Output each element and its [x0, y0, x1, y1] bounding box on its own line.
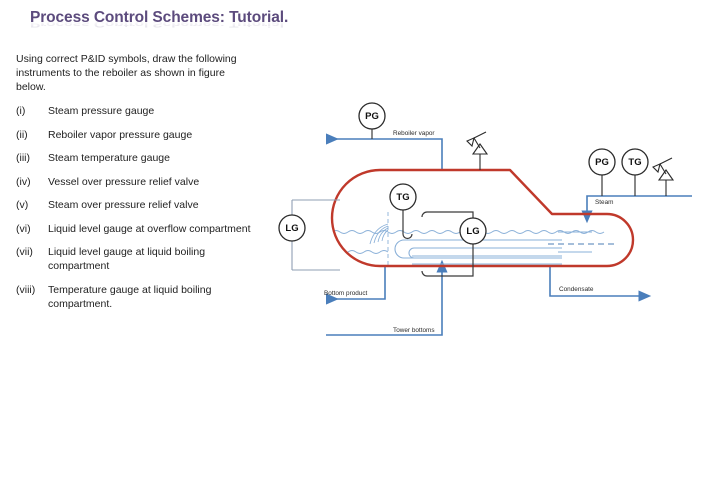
- label-reboiler-vapor: Reboiler vapor: [393, 130, 435, 137]
- label-bottom-product: Bottom product: [324, 290, 368, 297]
- instrument-bubbles: PG LG TG LG PG: [278, 102, 649, 245]
- list-item-number: (iv): [16, 175, 31, 188]
- condensate-line: [549, 266, 652, 302]
- list-item: (ii) Reboiler vapor pressure gauge: [16, 128, 256, 142]
- weir-overflow-cascade: [369, 223, 389, 245]
- vessel-internals: [332, 212, 614, 266]
- label-steam: Steam: [595, 199, 613, 206]
- list-item-label: Liquid level gauge at overflow compartme…: [48, 222, 251, 235]
- reboiler-vapor-line: [326, 133, 443, 170]
- list-item-label: Steam over pressure relief valve: [48, 199, 199, 211]
- gauge-label: PG: [365, 111, 379, 122]
- list-item-number: (iii): [16, 152, 30, 164]
- label-tower-bottoms: Tower bottoms: [393, 327, 435, 334]
- list-item: (vii) Liquid level gauge at liquid boili…: [16, 245, 256, 273]
- bottom-product-line: [326, 266, 386, 305]
- list-item-number: (vi): [16, 222, 31, 235]
- gauge-steam-pg[interactable]: PG: [588, 148, 616, 176]
- gauge-label: LG: [285, 223, 298, 234]
- list-item-number: (viii): [16, 283, 36, 296]
- steam-relief-valve: [652, 157, 675, 196]
- intro-text: Using correct P&ID symbols, draw the fol…: [16, 53, 237, 94]
- list-item-number: (ii): [16, 128, 28, 141]
- list-item: (iv) Vessel over pressure relief valve: [16, 175, 256, 189]
- list-item-label: Liquid level gauge at liquid boiling com…: [48, 246, 206, 273]
- list-item: (i) Steam pressure gauge: [16, 104, 256, 118]
- list-item-number: (vii): [16, 246, 33, 258]
- gauge-label: TG: [628, 157, 641, 168]
- list-item-label: Temperature gauge at liquid boiling comp…: [48, 283, 212, 310]
- list-item: (v) Steam over pressure relief valve: [16, 198, 256, 212]
- gauge-reboiler-vapor-pg[interactable]: PG: [358, 102, 386, 130]
- piping-network: [326, 133, 692, 336]
- list-item-number: (i): [16, 105, 26, 117]
- gauge-boiling-tg[interactable]: TG: [389, 183, 417, 211]
- reboiler-vessel-shell: [330, 168, 635, 268]
- gauge-overflow-lg[interactable]: LG: [278, 214, 306, 242]
- page-title-reflection: Process Control Schemes: Tutorial.: [30, 19, 289, 29]
- list-item-label: Steam temperature gauge: [48, 152, 170, 164]
- gauge-boiling-lg[interactable]: LG: [459, 217, 487, 245]
- gauge-steam-tg[interactable]: TG: [621, 148, 649, 176]
- list-item: (iii) Steam temperature gauge: [16, 151, 256, 165]
- page-title: Process Control Schemes: Tutorial.: [30, 9, 289, 26]
- list-item-number: (v): [16, 199, 29, 211]
- list-item: (vi) Liquid level gauge at overflow comp…: [16, 222, 256, 236]
- stream-labels: Reboiler vapor Steam Bottom product Towe…: [324, 130, 613, 334]
- title-block: Process Control Schemes: Tutorial. Proce…: [30, 8, 370, 48]
- vessel-relief-valve: [466, 131, 489, 170]
- list-item: (viii) Temperature gauge at liquid boili…: [16, 283, 256, 311]
- tower-bottoms-line: [326, 259, 448, 336]
- gauge-label: TG: [396, 192, 409, 203]
- label-condensate: Condensate: [559, 286, 594, 293]
- gauge-label: PG: [595, 157, 609, 168]
- pid-diagram: PG LG TG LG PG: [262, 92, 712, 352]
- gauge-label: LG: [466, 226, 479, 237]
- list-item-label: Steam pressure gauge: [48, 105, 155, 117]
- task-list: (i) Steam pressure gauge (ii) Reboiler v…: [16, 104, 256, 320]
- list-item-label: Reboiler vapor pressure gauge: [48, 128, 193, 141]
- steam-inlet-line: [581, 195, 692, 224]
- list-item-label: Vessel over pressure relief valve: [48, 175, 200, 188]
- u-tube-bundle: [394, 239, 562, 265]
